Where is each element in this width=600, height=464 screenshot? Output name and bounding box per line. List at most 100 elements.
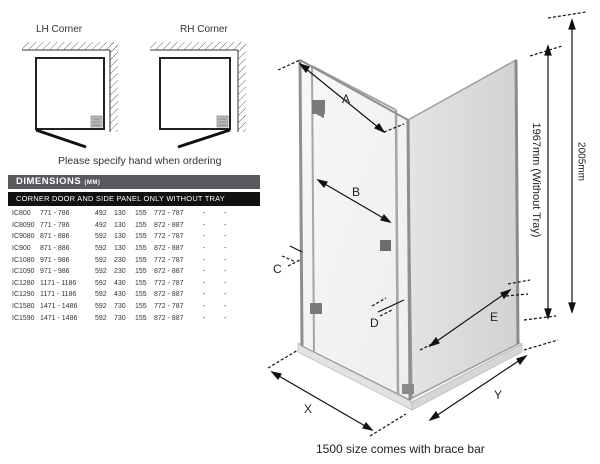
dimension-cell: - <box>203 314 206 322</box>
dimension-cell: - <box>203 221 206 229</box>
dimension-cell: - <box>224 268 227 276</box>
dimension-cell: 772 - 787 <box>154 279 184 287</box>
dimension-cell: 730 <box>114 314 126 322</box>
dimension-cell: - <box>224 291 227 299</box>
dimension-cell: - <box>224 279 227 287</box>
dimension-cell: 971 - 986 <box>40 268 70 276</box>
dimensions-unit: (MM) <box>84 180 101 186</box>
dimension-cell: - <box>224 245 227 253</box>
dimension-cell: - <box>203 210 206 218</box>
table-row: IC8090 771 - 786 492 130 155 872 - 887 - - <box>12 220 236 232</box>
dimension-cell: 1171 - 1186 <box>40 279 77 287</box>
table-row: IC9080 871 - 886 592 130 155 772 - 787 - - <box>12 231 236 243</box>
dimension-cell: - <box>224 314 227 322</box>
label-c: C <box>273 262 282 276</box>
height-total-label: 2005mm <box>575 142 587 181</box>
dimension-cell: 155 <box>135 268 147 276</box>
dimension-cell: 130 <box>114 210 126 218</box>
dimension-cell: - <box>224 233 227 241</box>
dimension-cell: - <box>224 221 227 229</box>
dimension-cell: - <box>203 279 206 287</box>
dimension-cell: 772 - 787 <box>154 256 184 264</box>
dimension-cell: 772 - 787 <box>154 233 184 241</box>
dimension-cell: 430 <box>114 279 126 287</box>
lh-corner-label: LH Corner <box>36 24 83 35</box>
dimension-cell: - <box>203 268 206 276</box>
dimension-cell: 592 <box>95 279 107 287</box>
dimensions-subheader: CORNER DOOR AND SIDE PANEL ONLY WITHOUT … <box>8 192 260 206</box>
table-row: IC1280 1171 - 1186 592 430 155 772 - 787 - - <box>12 278 236 290</box>
dimension-cell: - <box>203 245 206 253</box>
rh-corner-plan <box>150 42 246 149</box>
dimension-cell: 130 <box>114 233 126 241</box>
dimension-cell: 1471 - 1486 <box>40 314 78 322</box>
dimension-cell: 430 <box>114 291 126 299</box>
specify-hand-note: Please specify hand when ordering <box>58 155 222 167</box>
label-e: E <box>490 310 499 324</box>
dimension-cell: 155 <box>135 303 147 311</box>
dimension-cell: - <box>203 233 206 241</box>
dimension-cell: 971 - 986 <box>40 256 70 264</box>
dimension-cell: 772 - 787 <box>154 303 184 311</box>
dimension-cell: 130 <box>114 221 126 229</box>
dimension-cell: 592 <box>95 303 107 311</box>
dimension-cell: 872 - 887 <box>154 291 184 299</box>
dimension-cell: - <box>224 210 227 218</box>
dimension-cell: 1471 - 1486 <box>40 303 78 311</box>
dimension-cell: 592 <box>95 233 107 241</box>
dimension-cell: 155 <box>135 291 147 299</box>
dimension-cell: 871 - 886 <box>40 233 70 241</box>
rh-corner-label: RH Corner <box>180 24 228 35</box>
table-row: IC1580 1471 - 1486 592 730 155 772 - 787 - - <box>12 301 236 313</box>
dimensions-title: DIMENSIONS <box>16 176 82 187</box>
dimension-cell: 772 - 787 <box>154 210 184 218</box>
dimension-cell: - <box>224 256 227 264</box>
lh-corner-plan <box>22 42 118 149</box>
dimension-cell: 155 <box>135 221 147 229</box>
shower-enclosure-illustration <box>296 58 524 411</box>
dimension-cell: 155 <box>135 279 147 287</box>
model-code-cell: IC1080 <box>12 256 35 264</box>
dimension-cell: 771 - 786 <box>40 221 70 229</box>
label-y: Y <box>494 388 503 402</box>
dimension-cell: 155 <box>135 245 147 253</box>
label-x: X <box>304 402 313 416</box>
brace-bar-note: 1500 size comes with brace bar <box>316 442 485 456</box>
dimension-cell: 872 - 887 <box>154 268 184 276</box>
dimension-cell: 155 <box>135 210 147 218</box>
model-code-cell: IC9080 <box>12 233 35 241</box>
dimension-cell: 1171 - 1186 <box>40 291 77 299</box>
dimension-cell: - <box>224 303 227 311</box>
dimension-cell: 592 <box>95 291 107 299</box>
model-code-cell: IC1280 <box>12 279 35 287</box>
dimension-cell: - <box>203 303 206 311</box>
dimension-cell: 230 <box>114 256 126 264</box>
model-code-cell: IC900 <box>12 245 31 253</box>
label-d: D <box>370 316 379 330</box>
dimension-cell: 130 <box>114 245 126 253</box>
model-code-cell: IC1580 <box>12 303 35 311</box>
model-code-cell: IC1290 <box>12 291 35 299</box>
dimension-cell: 155 <box>135 314 147 322</box>
dimension-cell: 872 - 887 <box>154 221 184 229</box>
model-code-cell: IC1590 <box>12 314 35 322</box>
dimension-cell: 155 <box>135 233 147 241</box>
dimension-cell: - <box>203 256 206 264</box>
dimensions-header: DIMENSIONS (MM) <box>8 175 260 189</box>
model-code-cell: IC8090 <box>12 221 35 229</box>
dimension-cell: 730 <box>114 303 126 311</box>
model-code-cell: IC800 <box>12 210 31 218</box>
dimension-cell: 230 <box>114 268 126 276</box>
dimension-cell: 871 - 886 <box>40 245 70 253</box>
model-code-cell: IC1090 <box>12 268 35 276</box>
dimension-cell: 492 <box>95 221 107 229</box>
label-b: B <box>352 185 361 199</box>
